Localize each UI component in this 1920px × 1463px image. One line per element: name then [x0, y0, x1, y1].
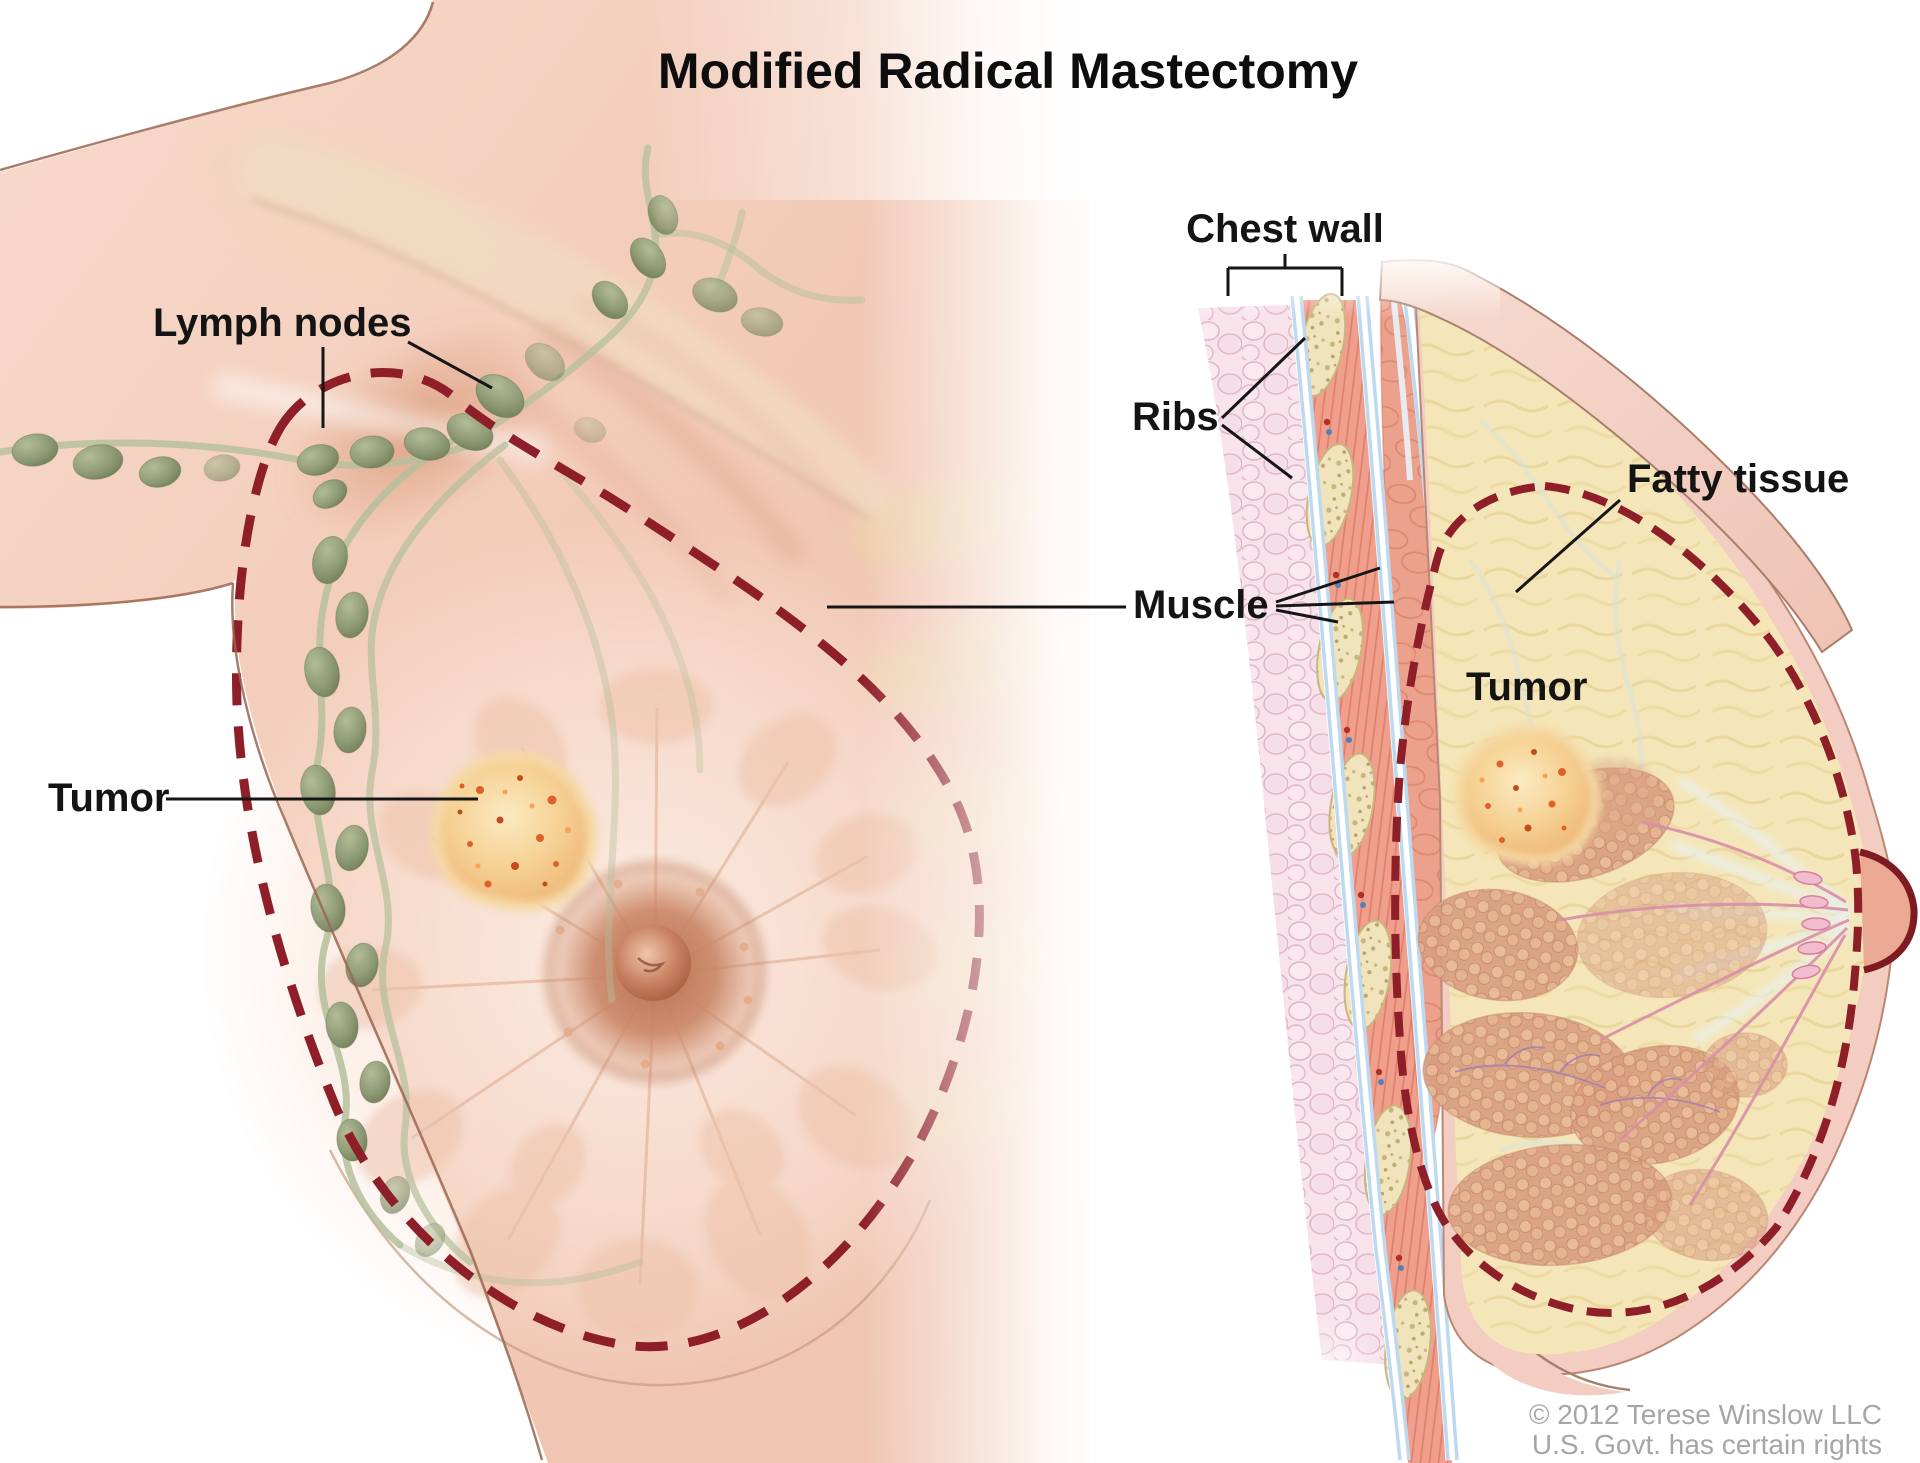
tumor-front: [431, 750, 597, 912]
label-lymph-nodes: Lymph nodes: [153, 301, 412, 345]
incision-outline-section: [1391, 481, 1863, 1317]
nipple-crease: [637, 957, 666, 973]
inframammary-fold: [1466, 1300, 1625, 1396]
muscle-leader-1: [1275, 566, 1381, 604]
cross-section-panel: [1180, 248, 1918, 1463]
column-top-fade: [1180, 248, 1500, 318]
page-title: Modified Radical Mastectomy: [658, 43, 1358, 99]
label-ribs: Ribs: [1132, 395, 1219, 439]
copyright-line: © 2012 Terese Winslow LLC: [1529, 1399, 1882, 1430]
chest-wall-bracket: [1226, 254, 1344, 296]
label-tumor-section: Tumor: [1466, 665, 1587, 709]
muscle-leader-2: [1275, 600, 1395, 608]
subcutaneous-fat: [1198, 305, 1398, 1365]
fatty-tissue-leader: [1515, 498, 1621, 594]
nipple-section: [1859, 848, 1918, 974]
ribs-leader-2: [1221, 423, 1293, 480]
lymph-node-chain: [11, 195, 784, 1258]
fade-top-right: [640, 0, 1120, 200]
rights-line: U.S. Govt. has certain rights: [1532, 1429, 1882, 1460]
tumor-section: [1454, 724, 1660, 865]
intercostal-muscle: [1302, 300, 1452, 1463]
annotations: Modified Radical Mastectomy Lymph nodes …: [48, 43, 1882, 1460]
label-fatty-tissue: Fatty tissue: [1627, 457, 1849, 501]
incision-outline-front: [232, 368, 984, 1352]
montgomery-glands: [555, 879, 753, 1069]
column-bottom-fade: [1180, 1340, 1360, 1463]
lymph-nodes-leader-2: [407, 340, 493, 390]
ribs-leader-1: [1220, 336, 1307, 420]
body-contours: [0, 1, 544, 1461]
label-chest-wall: Chest wall: [1186, 207, 1384, 251]
muscle-leader-3: [1275, 608, 1339, 624]
gland-lobes-section: [1417, 767, 1788, 1267]
label-muscle: Muscle: [1133, 583, 1269, 627]
tumor-speckles-section: [1479, 749, 1567, 843]
fade-right-edge: [860, 0, 1120, 1463]
areola-ring: [542, 859, 768, 1085]
front-view-panel: [0, 0, 1120, 1463]
nipple: [615, 925, 691, 1001]
intercostal-vessels: [1323, 418, 1404, 1271]
label-tumor-front: Tumor: [48, 776, 169, 820]
lobe-veins: [1454, 1046, 1721, 1113]
tumor-speckles: [457, 775, 571, 888]
lactiferous-sinuses: [1791, 870, 1831, 980]
